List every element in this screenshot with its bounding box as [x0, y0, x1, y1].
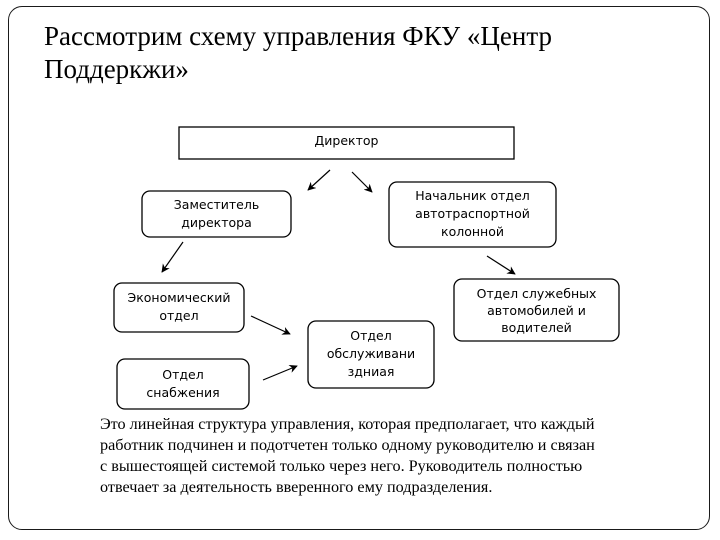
- node-economic-line-2: отдел: [159, 308, 198, 323]
- description-line-2: работник подчинен и подотчетен только од…: [100, 436, 595, 454]
- arrow-deputy-to-economic: [161, 241, 184, 273]
- description-line-3: с вышестоящей системой только через него…: [100, 457, 583, 475]
- node-transport-head: Начальник отдел автотраспортной колонной: [388, 181, 557, 248]
- arrow-director-to-deputy: [307, 169, 331, 191]
- description-line-4: отвечает за деятельность вверенного ему …: [100, 478, 493, 496]
- node-maintenance-line-3: здниая: [348, 364, 395, 379]
- node-deputy-line-2: директора: [181, 215, 251, 230]
- description-line-1: Это линейная структура управления, котор…: [100, 415, 595, 433]
- node-supply: Отдел снабжения: [116, 358, 250, 410]
- node-deputy-line-1: Заместитель: [174, 197, 259, 212]
- node-transport-line-3: колонной: [441, 224, 504, 239]
- node-maintenance-line-2: обслуживани: [327, 346, 415, 361]
- slide-frame: [8, 6, 710, 530]
- node-economic: Экономический отдел: [113, 282, 245, 333]
- arrow-director-to-transport: [351, 171, 373, 193]
- node-transport-line-1: Начальник отдел: [415, 188, 530, 203]
- node-vehicles: Отдел служебных автомобилей и водителей: [453, 278, 620, 342]
- node-supply-line-1: Отдел: [162, 367, 203, 382]
- node-deputy: Заместитель директора: [141, 190, 292, 238]
- slide-title: Рассмотрим схему управления ФКУ «Центр П…: [44, 20, 664, 86]
- node-director-label: Директор: [315, 133, 379, 148]
- node-vehicles-line-3: водителей: [501, 320, 572, 335]
- node-maintenance: Отдел обслуживани здниая: [307, 320, 435, 389]
- arrow-economic-to-maintenance: [250, 315, 291, 335]
- node-vehicles-line-2: автомобилей и: [487, 303, 586, 318]
- node-director: Директор: [178, 126, 515, 160]
- arrow-transport-to-vehicles: [486, 255, 516, 275]
- node-transport-line-2: автотраспортной: [415, 206, 530, 221]
- node-economic-line-1: Экономический: [127, 290, 230, 305]
- node-vehicles-line-1: Отдел служебных: [477, 286, 597, 301]
- description-text: Это линейная структура управления, котор…: [100, 414, 675, 498]
- arrow-supply-to-maintenance: [262, 364, 298, 381]
- node-supply-line-2: снабжения: [146, 385, 219, 400]
- node-maintenance-line-1: Отдел: [350, 328, 391, 343]
- title-line-1: Рассмотрим схему управления ФКУ «Центр: [44, 21, 552, 51]
- title-line-2: Поддеркжи»: [44, 54, 189, 84]
